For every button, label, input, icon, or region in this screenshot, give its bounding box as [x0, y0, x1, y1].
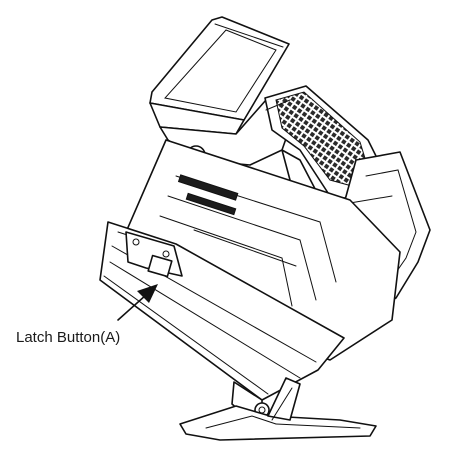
latch-button[interactable]	[125, 231, 183, 278]
callout-arrow	[117, 284, 158, 321]
latch-button-label: Latch Button(A)	[16, 329, 121, 346]
base-plate	[179, 377, 377, 441]
battery-pack	[149, 16, 290, 135]
